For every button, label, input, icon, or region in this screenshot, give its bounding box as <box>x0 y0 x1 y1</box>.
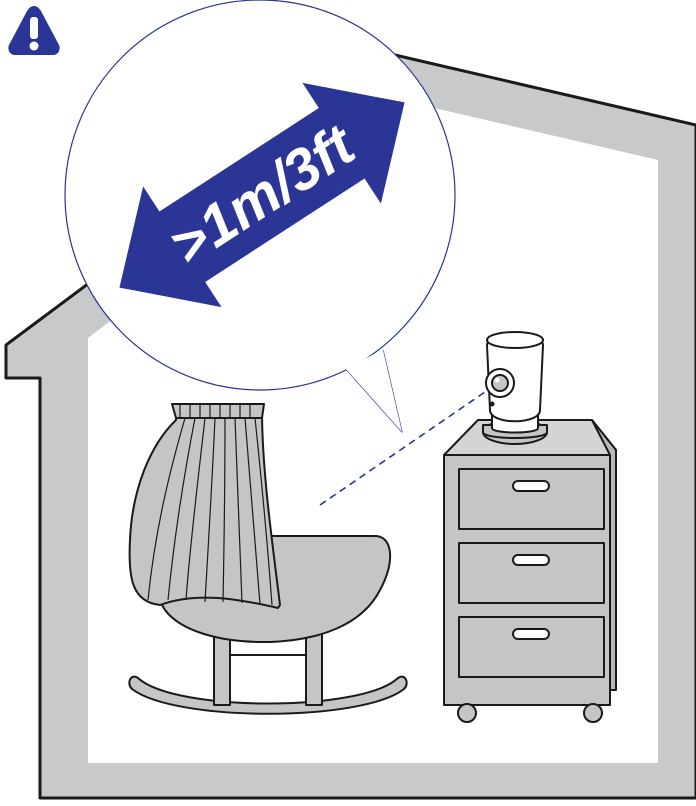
drawer-middle <box>459 543 604 603</box>
cabinet <box>444 420 616 722</box>
camera <box>483 332 547 444</box>
drawer-bottom <box>459 617 604 677</box>
camera-lens-icon <box>492 375 508 391</box>
wheel-left <box>458 704 476 722</box>
drawer-top <box>459 469 604 529</box>
wheel-right <box>584 704 602 722</box>
drawer-handle-middle <box>513 555 549 565</box>
drawer-handle-bottom <box>513 629 549 639</box>
drawer-handle-top <box>513 481 549 491</box>
warning-icon <box>8 6 59 55</box>
